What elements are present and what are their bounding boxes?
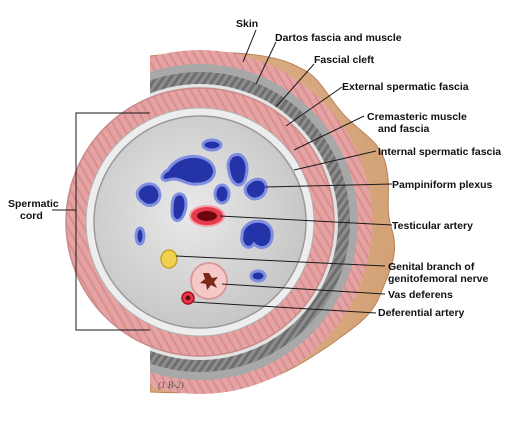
vein bbox=[249, 269, 267, 283]
genital-branch-nerve bbox=[160, 249, 178, 269]
vein bbox=[243, 177, 268, 201]
label-cremasteric-2: and fascia bbox=[378, 123, 430, 135]
label-external-spermatic: External spermatic fascia bbox=[342, 81, 469, 93]
skin-leader bbox=[242, 29, 257, 63]
label-cremasteric-1: Cremasteric muscle bbox=[367, 111, 467, 123]
label-skin: Skin bbox=[236, 18, 258, 30]
spermatic-cord-bracket bbox=[75, 112, 150, 331]
testicular-artery-leader bbox=[219, 215, 393, 226]
deferential-artery-lumen bbox=[185, 295, 191, 301]
vein bbox=[135, 182, 162, 207]
labels: Skin Dartos fascia and muscle Fascial cl… bbox=[8, 18, 501, 319]
testicular-artery-lumen bbox=[197, 211, 217, 221]
label-internal-spermatic: Internal spermatic fascia bbox=[378, 146, 501, 158]
label-vas-deferens: Vas deferens bbox=[388, 289, 453, 301]
vein bbox=[201, 138, 223, 152]
label-spermatic-1: Spermatic bbox=[8, 198, 59, 210]
artist-signature: (1 B-2) bbox=[158, 380, 184, 390]
label-dartos: Dartos fascia and muscle bbox=[275, 32, 402, 44]
vein bbox=[240, 219, 274, 249]
label-pampiniform: Pampiniform plexus bbox=[392, 179, 493, 191]
label-fascial-cleft: Fascial cleft bbox=[314, 54, 375, 66]
dartos-leader bbox=[255, 41, 277, 85]
vas-deferens-leader bbox=[221, 283, 386, 295]
deferential-artery bbox=[181, 291, 195, 305]
vas-deferens bbox=[190, 262, 228, 300]
vein bbox=[160, 154, 216, 186]
fascial-cleft-leader bbox=[275, 63, 315, 108]
vein bbox=[170, 192, 188, 222]
testicular-artery bbox=[189, 205, 225, 227]
pampiniform-plexus bbox=[134, 138, 274, 283]
internal-spermatic-leader bbox=[293, 150, 377, 171]
label-genital-branch-2: genitofemoral nerve bbox=[388, 273, 489, 285]
label-testicular-artery: Testicular artery bbox=[392, 220, 473, 232]
leader-lines bbox=[175, 29, 393, 314]
vein bbox=[213, 183, 231, 205]
deferential-artery-leader bbox=[192, 301, 377, 314]
genital-branch-leader bbox=[175, 255, 386, 267]
pampiniform-leader bbox=[264, 183, 393, 188]
label-genital-branch-1: Genital branch of bbox=[388, 261, 475, 273]
label-spermatic-2: cord bbox=[20, 210, 43, 222]
vein bbox=[226, 153, 249, 187]
label-deferential-artery: Deferential artery bbox=[378, 307, 465, 319]
vein bbox=[134, 226, 146, 246]
cremasteric-leader bbox=[293, 115, 365, 151]
external-spermatic-leader bbox=[285, 86, 343, 127]
vas-deferens-lumen bbox=[200, 273, 218, 290]
